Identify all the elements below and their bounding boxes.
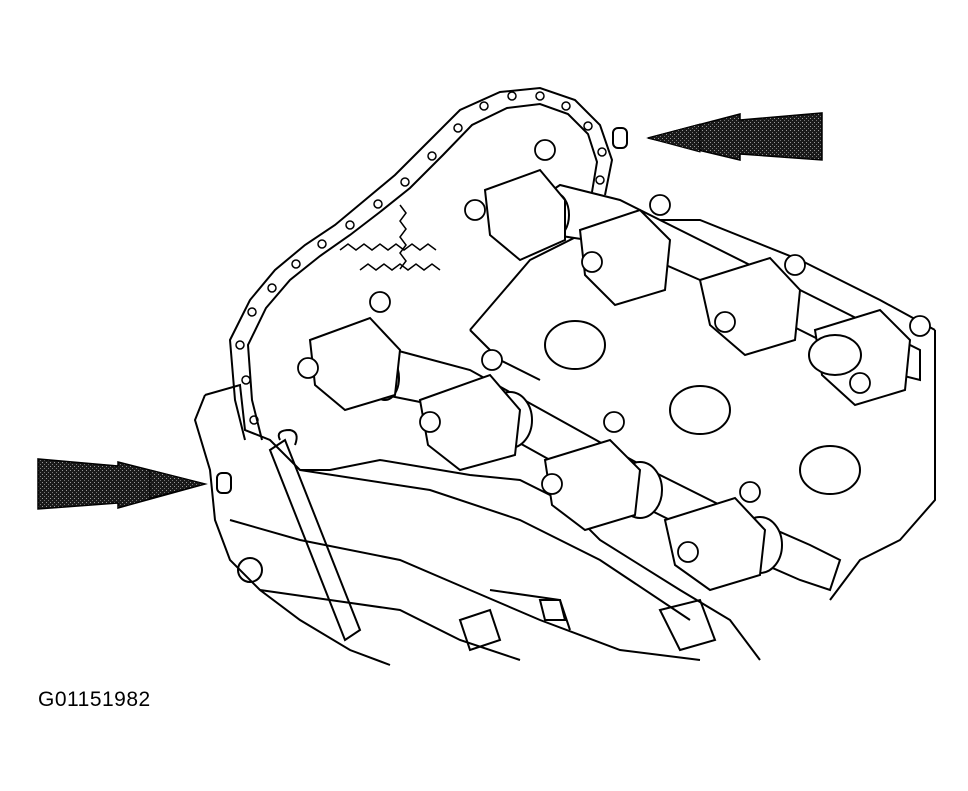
- arrow-lower-left-icon: [37, 458, 208, 510]
- dowel-pin-lower: [216, 472, 232, 494]
- dowel-pin-upper: [612, 127, 628, 149]
- cam-sprocket: [339, 204, 441, 271]
- cylinder-head: [193, 219, 936, 666]
- bearing-caps: [308, 168, 912, 592]
- valve-openings: [544, 320, 862, 495]
- lower-details: [237, 428, 717, 652]
- figure-id-caption: G01151982: [38, 688, 151, 711]
- arrow-upper-right-icon: [646, 112, 823, 161]
- timing-chain: [228, 86, 614, 441]
- cap-bolts: [297, 139, 931, 563]
